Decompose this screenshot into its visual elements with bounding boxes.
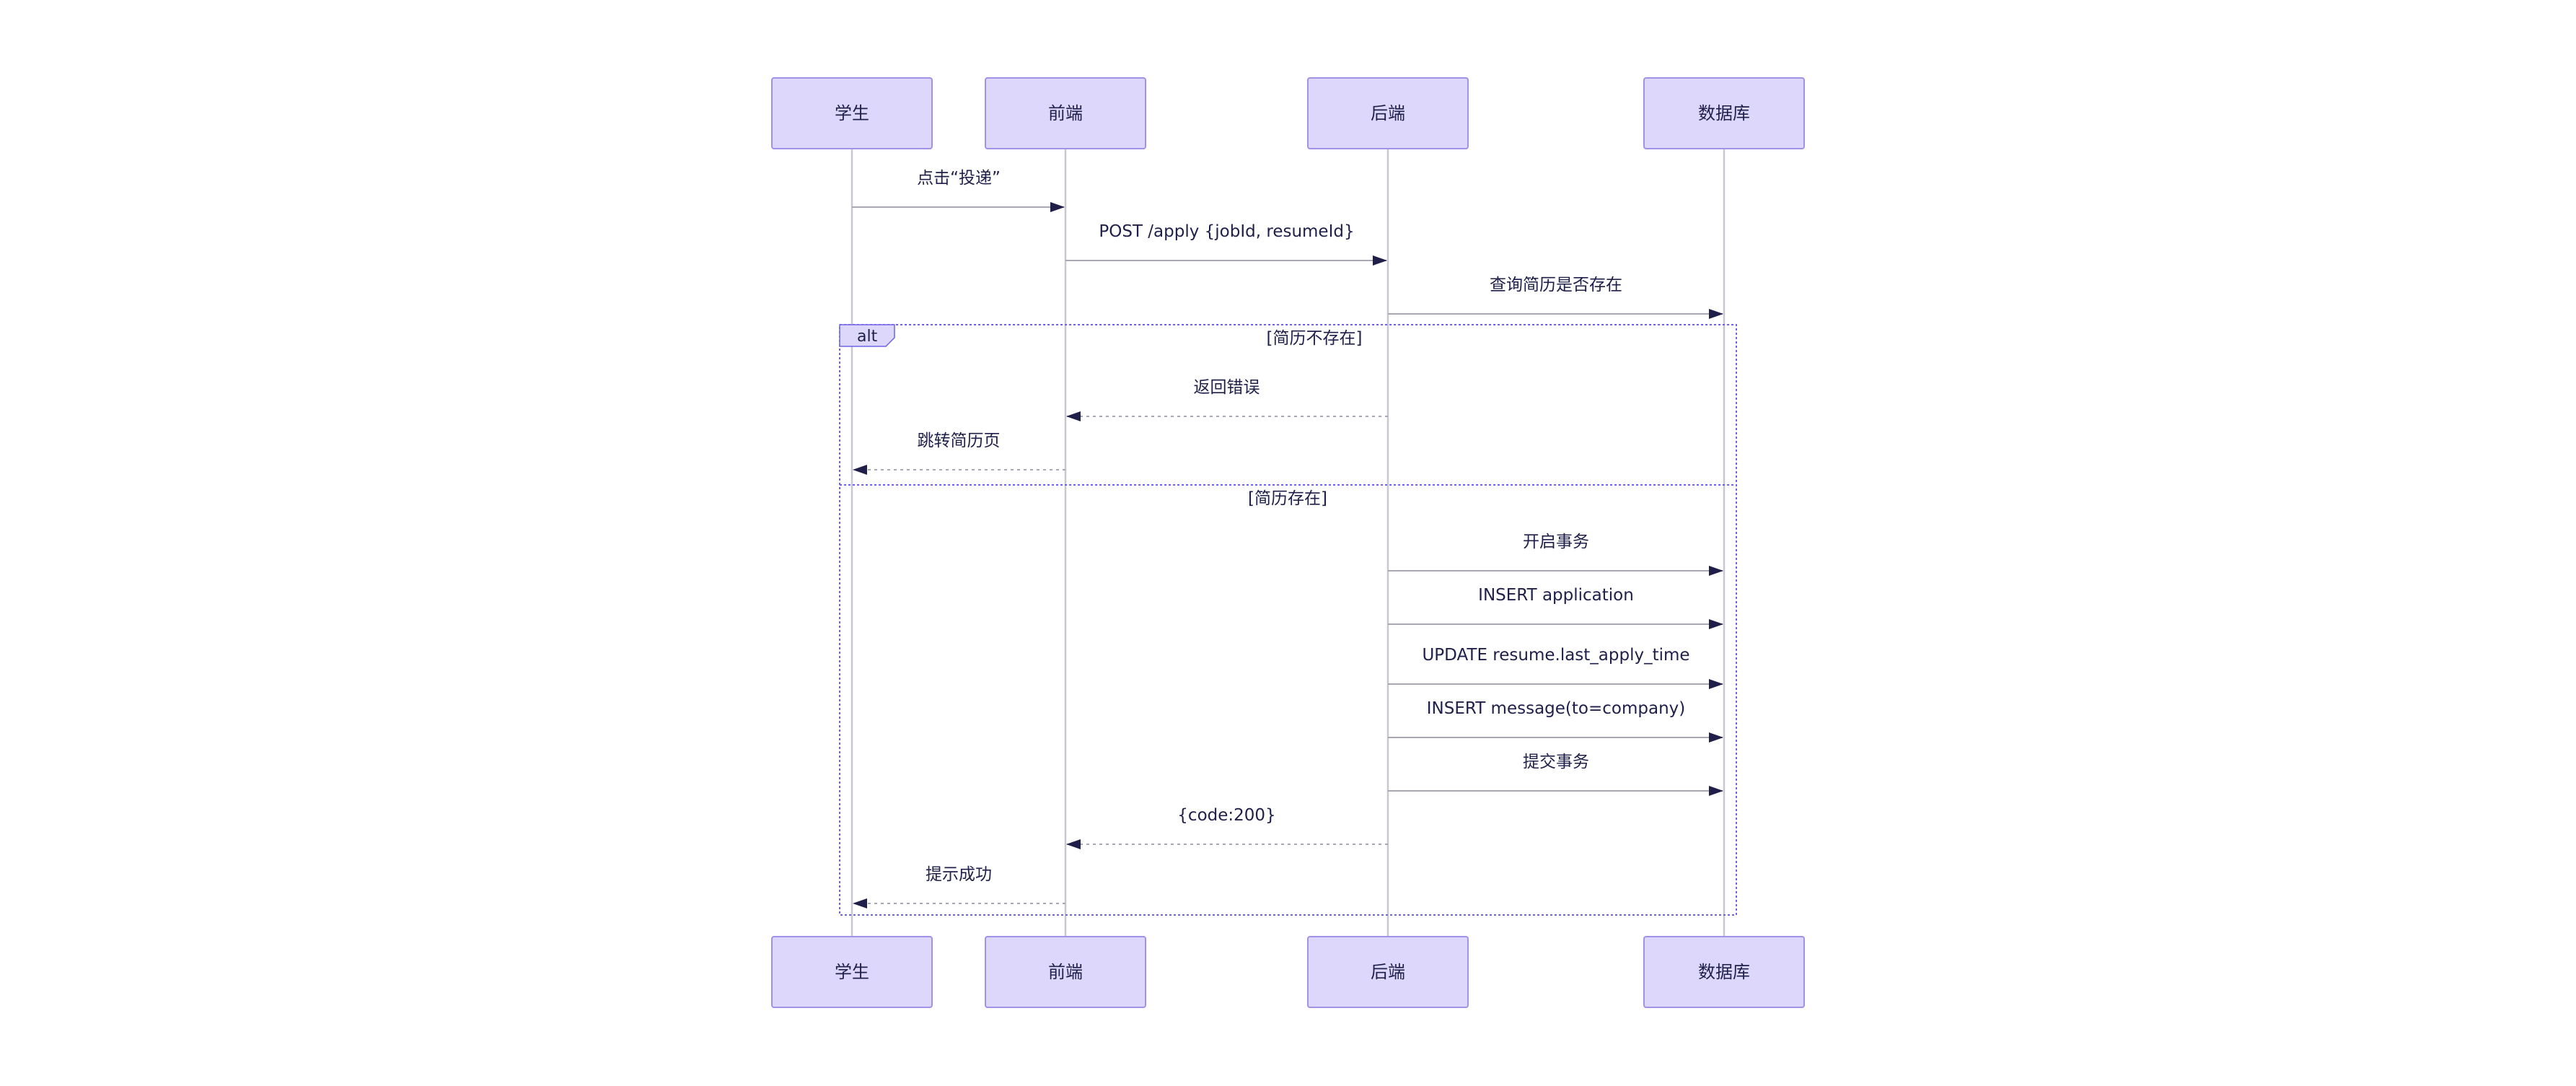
actor-label: 前端 xyxy=(1048,103,1083,123)
message-label: 提示成功 xyxy=(926,865,992,884)
message-1: 点击“投递” xyxy=(852,169,1065,212)
actor-backend-bottom: 后端 xyxy=(1307,936,1469,1008)
actor-box xyxy=(1307,936,1469,1008)
message-label: 开启事务 xyxy=(1523,533,1589,551)
message-3: 查询简历是否存在 xyxy=(1388,276,1723,319)
message-label: UPDATE resume.last_apply_time xyxy=(1422,646,1689,665)
actor-label: 后端 xyxy=(1371,962,1405,982)
message-label: 跳转简历页 xyxy=(918,432,1001,450)
message-4: 返回错误 xyxy=(1066,378,1388,421)
message-7: INSERT application xyxy=(1388,586,1723,629)
alt-condition-1: [简历不存在] xyxy=(1267,329,1363,348)
alt-label: alt xyxy=(857,328,878,346)
alt-frame-border xyxy=(839,324,1737,916)
message-10: 提交事务 xyxy=(1388,753,1723,796)
actor-box xyxy=(985,77,1146,149)
alt-condition-2: [简历存在] xyxy=(1248,489,1327,508)
message-2: POST /apply {jobId, resumeId} xyxy=(1065,222,1387,266)
message-label: 返回错误 xyxy=(1194,378,1260,397)
message-label: 提交事务 xyxy=(1523,753,1589,771)
actor-label: 数据库 xyxy=(1698,103,1750,123)
message-label: POST /apply {jobId, resumeId} xyxy=(1099,222,1354,241)
message-label: 点击“投递” xyxy=(917,169,1001,188)
actor-box xyxy=(1643,936,1805,1008)
actor-box xyxy=(771,77,933,149)
actor-box xyxy=(985,936,1146,1008)
message-label: INSERT application xyxy=(1478,586,1634,605)
actor-label: 数据库 xyxy=(1698,962,1750,982)
alt-label-tab xyxy=(839,324,895,347)
actor-label: 学生 xyxy=(835,103,869,123)
message-5: 跳转简历页 xyxy=(853,432,1065,475)
actor-backend-top: 后端 xyxy=(1307,77,1469,149)
actor-database-top: 数据库 xyxy=(1643,77,1805,149)
message-12: 提示成功 xyxy=(853,865,1065,908)
actor-label: 学生 xyxy=(835,962,869,982)
actor-box xyxy=(771,936,933,1008)
actor-label: 前端 xyxy=(1048,962,1083,982)
actor-box xyxy=(1643,77,1805,149)
actor-database-bottom: 数据库 xyxy=(1643,936,1805,1008)
message-11: {code:200} xyxy=(1066,806,1388,849)
message-label: 查询简历是否存在 xyxy=(1490,276,1622,294)
message-9: INSERT message(to=company) xyxy=(1388,699,1723,743)
alt-frame: alt [简历不存在] [简历存在] xyxy=(839,324,1737,916)
actor-frontend-top: 前端 xyxy=(985,77,1146,149)
actor-student-bottom: 学生 xyxy=(771,936,933,1008)
actor-student-top: 学生 xyxy=(771,77,933,149)
message-8: UPDATE resume.last_apply_time xyxy=(1388,646,1723,689)
actor-box xyxy=(1307,77,1469,149)
message-label: {code:200} xyxy=(1177,806,1275,825)
message-label: INSERT message(to=company) xyxy=(1427,699,1685,718)
actor-frontend-bottom: 前端 xyxy=(985,936,1146,1008)
actor-label: 后端 xyxy=(1371,103,1405,123)
message-6: 开启事务 xyxy=(1388,533,1723,576)
